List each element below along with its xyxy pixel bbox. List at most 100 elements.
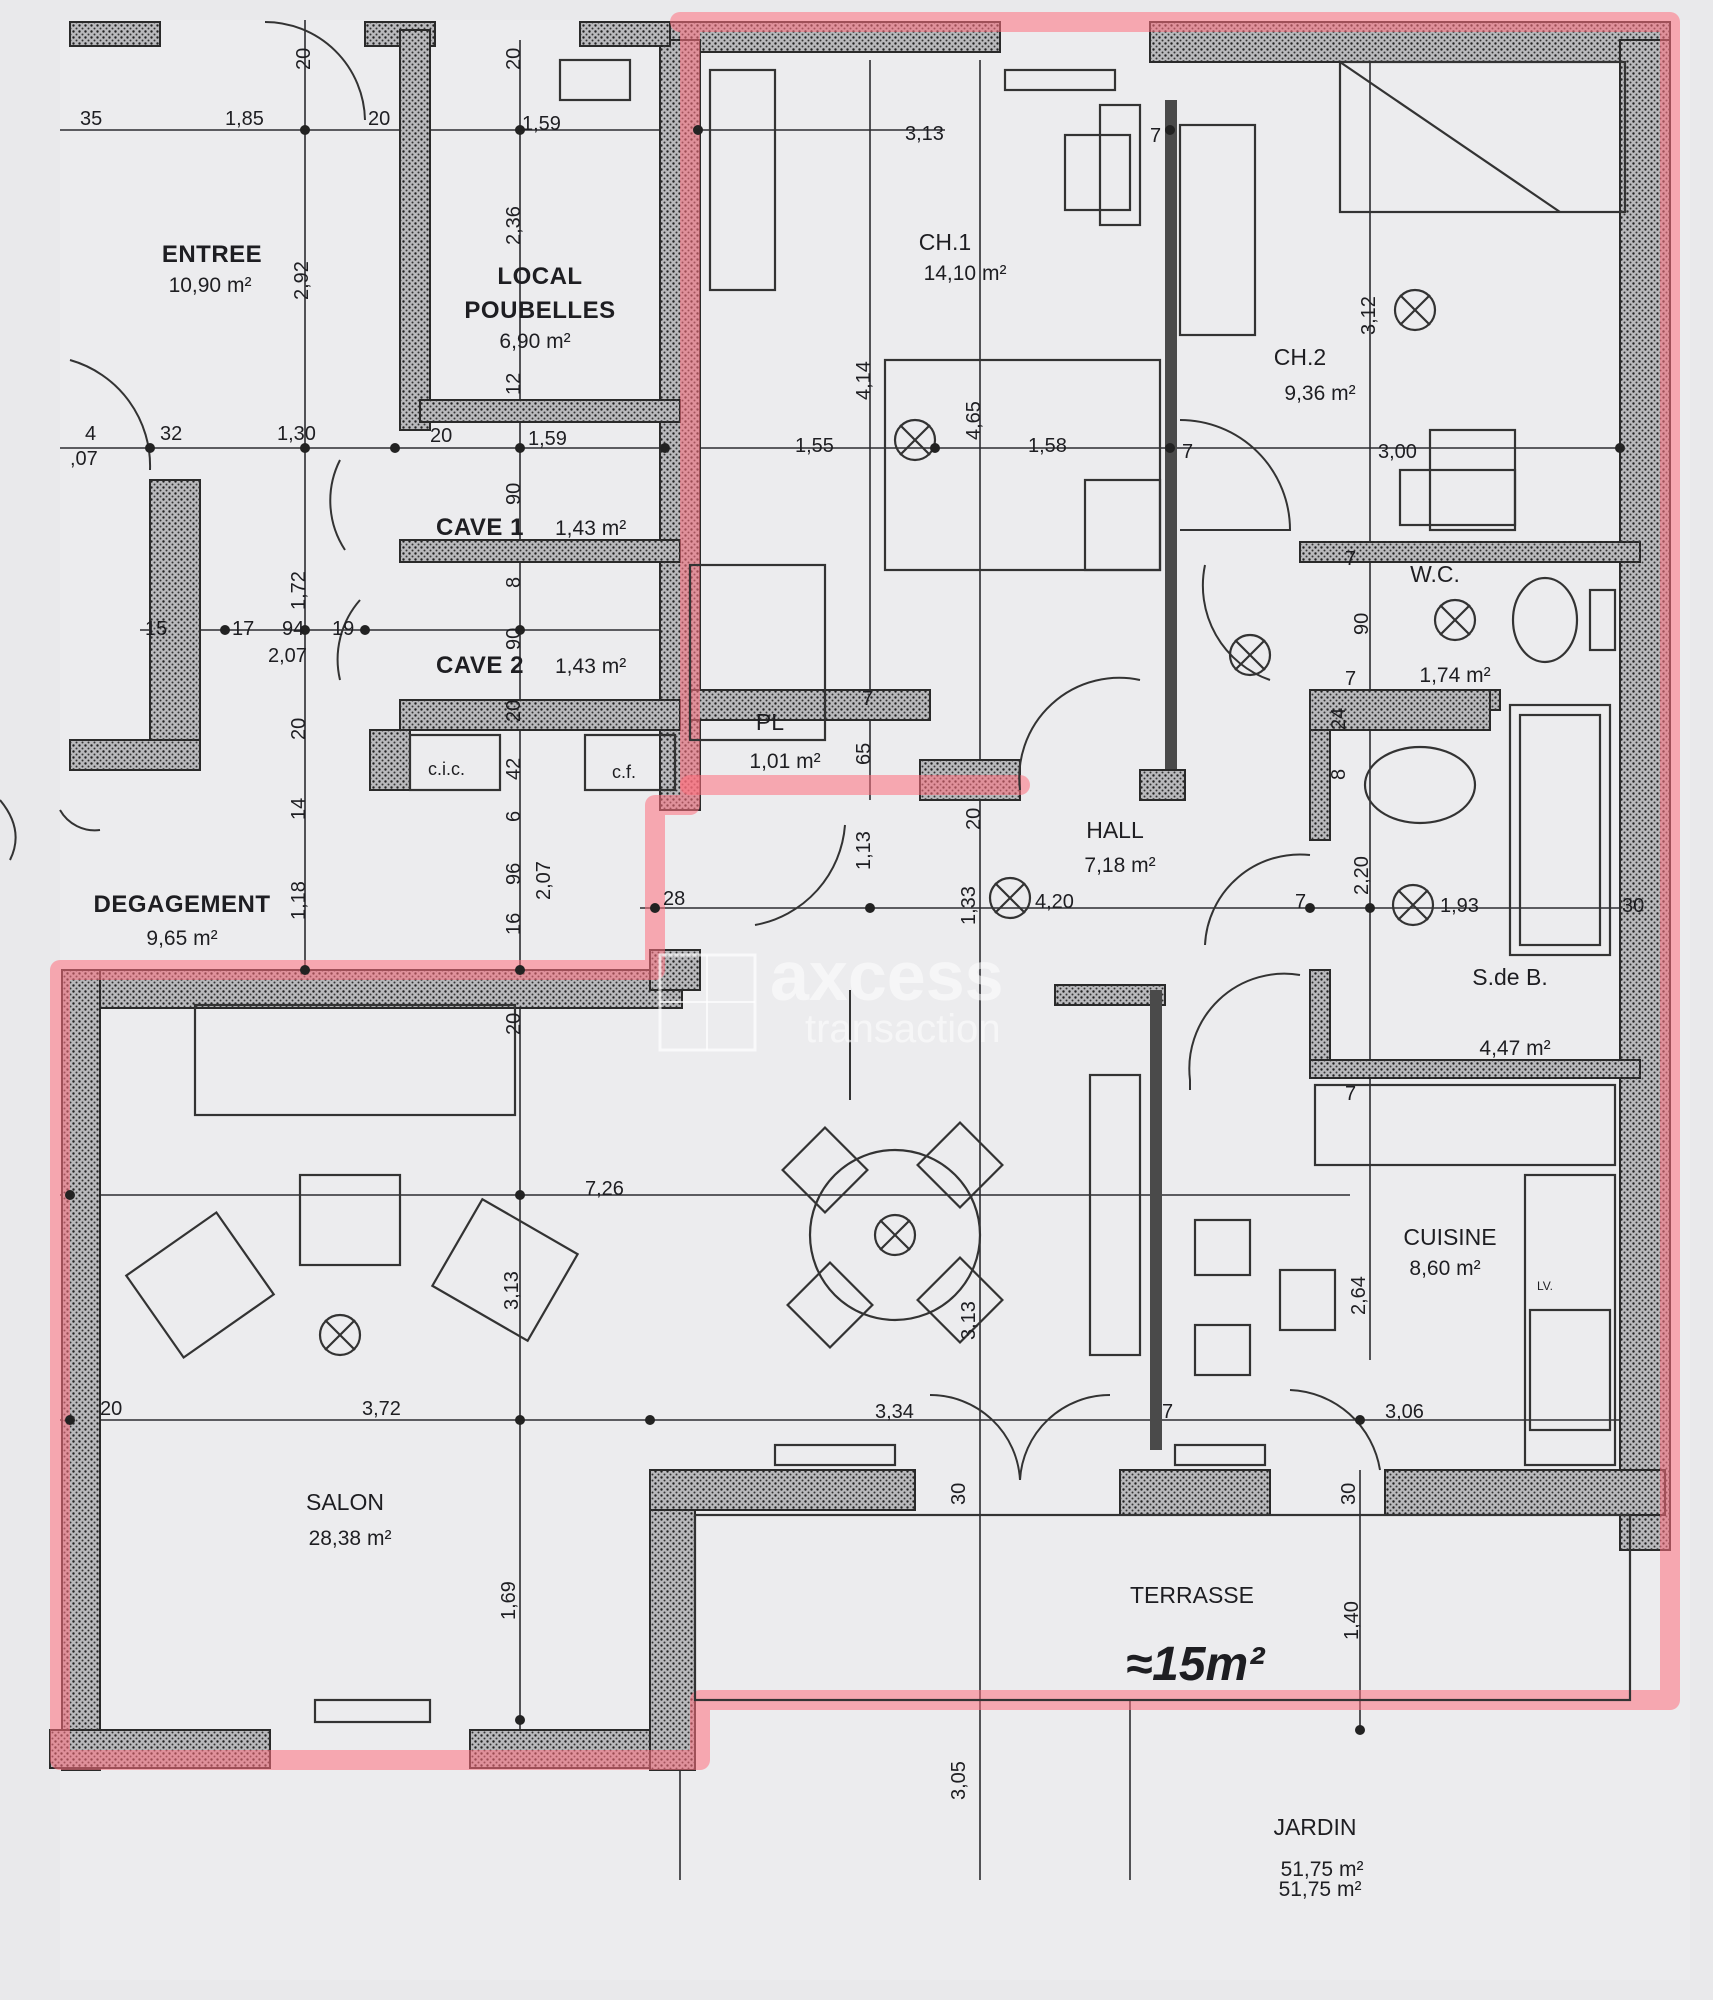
room-name-ch1: CH.1 [919, 229, 971, 255]
light-icon [1228, 633, 1272, 677]
dim-label: 20 [503, 1013, 525, 1035]
room-area-ch1: 14,10 m² [924, 262, 1007, 285]
dim-label: 3,34 [875, 1401, 914, 1423]
dim-label: 1,40 [1341, 1601, 1363, 1640]
dim-label: 90 [503, 628, 525, 650]
paper-edge [0, 799, 17, 861]
dim-label: 3,00 [1378, 441, 1417, 463]
room-area-cave2: 1,43 m² [555, 655, 626, 678]
dim-label: ,07 [70, 448, 98, 470]
dimension-labels: 35 1,85 20 1,59 3,13 7 20 20 2,36 12 2,9… [70, 48, 1644, 1800]
dim-label: 7 [1345, 1083, 1356, 1105]
dim-label: 20 [503, 48, 525, 70]
dim-label: 20 [368, 108, 390, 130]
dim-label: 20 [503, 700, 525, 722]
light-icon [318, 1313, 362, 1357]
dim-label: 4,65 [963, 401, 985, 440]
room-name-hall: HALL [1086, 817, 1144, 843]
dim-label: 2,36 [503, 206, 525, 245]
room-name-cave2: CAVE 2 [436, 652, 524, 679]
dim-label: 7 [862, 688, 873, 710]
dim-label: 28 [663, 888, 685, 910]
dim-label: 3,13 [905, 123, 944, 145]
dim-label: 7 [1295, 891, 1306, 913]
dim-label: 20 [288, 718, 310, 740]
light-icon [1391, 883, 1435, 927]
dim-label: 3,06 [1385, 1401, 1424, 1423]
dim-label: 2,20 [1351, 856, 1373, 895]
dim-label: 19 [332, 618, 354, 640]
room-area-hall: 7,18 m² [1084, 854, 1155, 877]
fixture-cic: c.i.c. [428, 759, 465, 779]
room-area-salon: 28,38 m² [309, 1527, 392, 1550]
dim-label: 4,14 [853, 361, 875, 400]
room-area-ch2: 9,36 m² [1284, 382, 1355, 405]
apartment-outline-highlight [50, 12, 1680, 1770]
room-area-jardin-2: 51,75 m² [1279, 1878, 1362, 1901]
room-area-wc: 1,74 m² [1419, 664, 1490, 687]
dim-label: 7 [1345, 668, 1356, 690]
furniture [124, 58, 1632, 1724]
room-name-salon: SALON [306, 1489, 384, 1515]
room-area-jardin-1: 51,75 m² [1281, 1858, 1364, 1881]
dim-label: 2,92 [291, 261, 313, 300]
dim-label: 3,13 [958, 1301, 980, 1340]
dim-label: 1,69 [498, 1581, 520, 1620]
dim-label: 8 [503, 577, 525, 588]
dim-label: 3,13 [501, 1271, 523, 1310]
dim-label: 30 [948, 1483, 970, 1505]
light-icon [893, 418, 937, 462]
dim-label: 1,93 [1440, 895, 1479, 917]
room-name-wc: W.C. [1410, 561, 1460, 587]
fixture-cf: c.f. [612, 762, 636, 782]
dim-label: 30 [1338, 1483, 1360, 1505]
light-icon [1433, 598, 1477, 642]
dim-label: 20 [430, 425, 452, 447]
room-area-entree: 10,90 m² [169, 274, 252, 297]
dim-label: 15 [145, 618, 167, 640]
room-name-ch2: CH.2 [1274, 344, 1326, 370]
room-area-sdb: 4,47 m² [1479, 1037, 1550, 1060]
watermark-sub: transaction [805, 1007, 1001, 1051]
dim-label: 1,55 [795, 435, 834, 457]
dim-label: 1,85 [225, 108, 264, 130]
light-icon [1393, 288, 1437, 332]
dim-label: 2,07 [533, 861, 555, 900]
dim-label: 4,20 [1035, 891, 1074, 913]
dim-label: 96 [503, 863, 525, 885]
room-name-cuisine: CUISINE [1403, 1224, 1496, 1250]
room-labels: ENTREE 10,90 m² LOCAL POUBELLES 6,90 m² … [93, 229, 1553, 1901]
dim-label: 7 [1182, 441, 1193, 463]
room-name-local-line1: LOCAL [497, 263, 582, 290]
dim-label: 65 [853, 743, 875, 765]
room-name-entree: ENTREE [162, 241, 262, 268]
light-icon [873, 1213, 917, 1257]
room-name-degagement: DEGAGEMENT [93, 891, 270, 918]
grid-markers [65, 125, 1625, 1735]
dim-label: 6 [503, 811, 525, 822]
dim-label: 94 [282, 618, 304, 640]
room-name-sdb: S.de B. [1472, 964, 1547, 990]
room-area-cuisine: 8,60 m² [1409, 1257, 1480, 1280]
dim-label: 90 [503, 483, 525, 505]
dim-label: 12 [503, 373, 525, 395]
dim-label: 42 [503, 758, 525, 780]
dim-label: 7 [1345, 548, 1356, 570]
dim-label: 4 [85, 423, 96, 445]
dim-label: 20 [293, 48, 315, 70]
dim-label: 2,07 [268, 645, 307, 667]
watermark: axcess transaction [658, 937, 1004, 1052]
light-icon [988, 876, 1032, 920]
dim-label: 7,26 [585, 1178, 624, 1200]
dim-label: 3,12 [1358, 296, 1380, 335]
dim-label: 2,64 [1348, 1276, 1370, 1315]
dim-label: 90 [1351, 613, 1373, 635]
dim-label: 17 [232, 618, 254, 640]
room-name-jardin: JARDIN [1273, 1814, 1356, 1840]
dim-label: 1,18 [288, 881, 310, 920]
dim-label: 1,30 [277, 423, 316, 445]
room-name-pl: PL [756, 709, 784, 735]
dim-label: 3,72 [362, 1398, 401, 1420]
fixture-lv: LV. [1537, 1279, 1553, 1293]
